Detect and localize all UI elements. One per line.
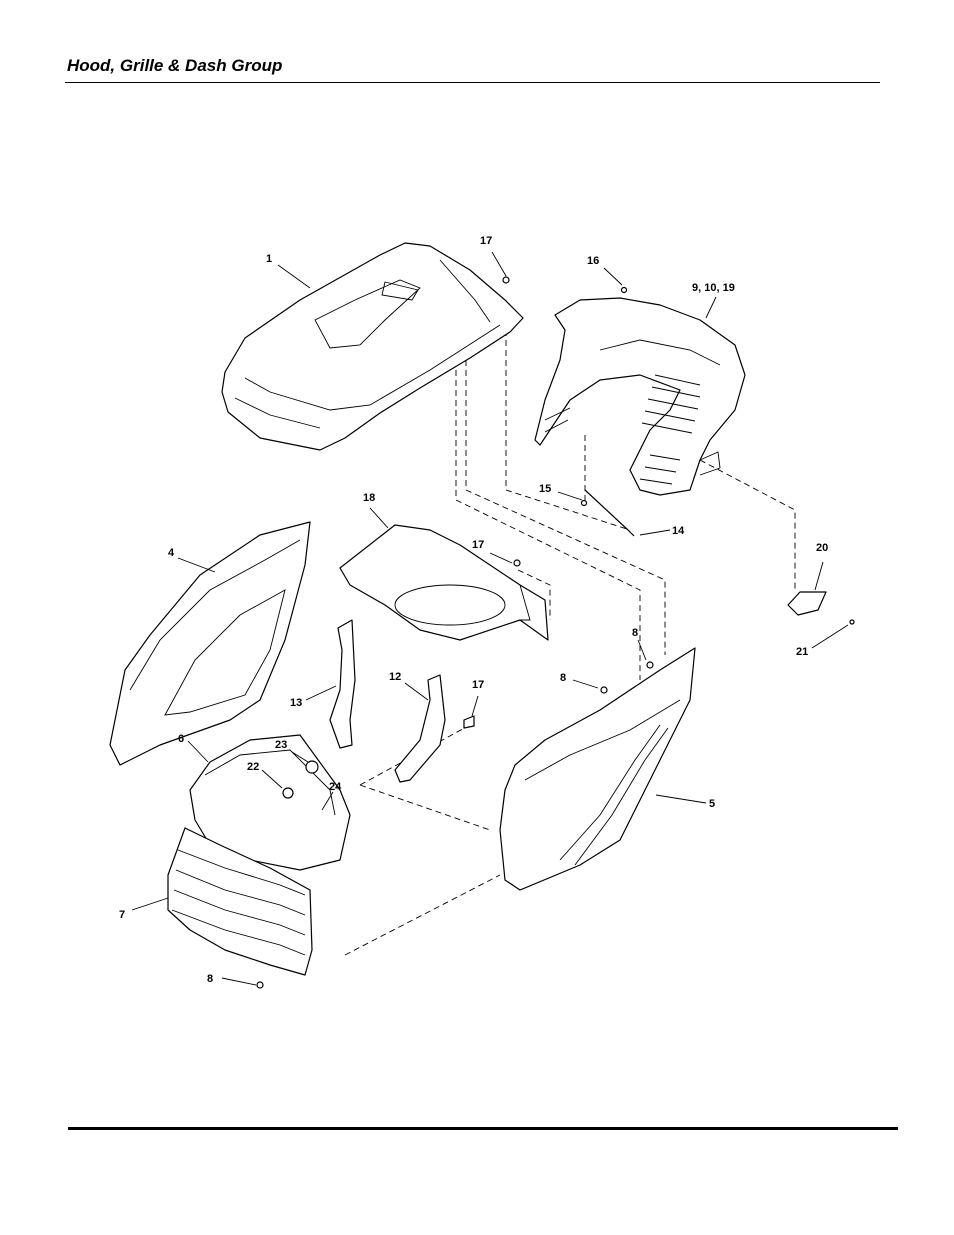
callout-9-10-19: 9, 10, 19 [692,282,735,294]
callout-8-middle: 8 [560,672,566,684]
callout-16: 16 [587,255,599,267]
footer-divider [68,1127,898,1130]
grille-part [167,827,313,976]
callout-20: 20 [816,542,828,554]
left-side-panel-part [109,521,311,766]
bracket-13-part [329,619,356,749]
callout-14: 14 [672,525,685,537]
callout-6: 6 [178,733,184,745]
callout-17-middle: 17 [472,539,484,551]
hood-part [221,242,524,451]
dash-panel-part [534,297,746,496]
callout-23: 23 [275,739,287,751]
leader-lines [131,251,849,986]
callout-8-bottom: 8 [207,973,213,985]
assembly-lines [344,300,796,956]
callout-13: 13 [290,697,302,709]
callout-17-bottom: 17 [472,679,484,691]
header-divider [65,82,880,83]
callout-24: 24 [329,781,342,793]
callout-5: 5 [709,798,715,810]
callout-17-top: 17 [480,235,492,247]
shroud-part [339,524,549,641]
right-side-panel-part [499,647,696,891]
callout-21: 21 [796,646,808,658]
callout-15: 15 [539,483,551,495]
callout-labels: 1 17 16 9, 10, 19 15 14 18 17 4 20 21 8 … [119,235,828,985]
callout-12: 12 [389,671,401,683]
page-title: Hood, Grille & Dash Group [67,56,283,75]
callout-8-right: 8 [632,627,638,639]
bracket-12-part [394,674,446,783]
callout-18: 18 [363,492,375,504]
callout-1: 1 [266,253,272,265]
hardware-parts [256,276,855,989]
callout-4: 4 [168,547,175,559]
callout-7: 7 [119,909,125,921]
callout-22: 22 [247,761,259,773]
